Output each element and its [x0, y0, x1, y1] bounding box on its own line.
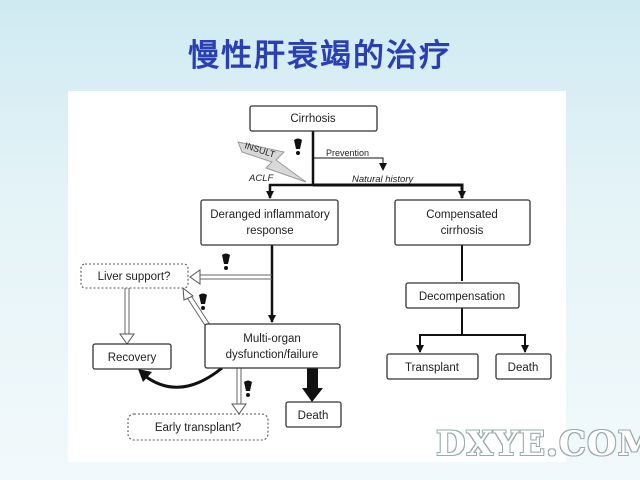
node-cirrhosis: Cirrhosis	[249, 105, 378, 132]
node-early-transplant: Early transplant?	[127, 413, 269, 441]
exclamation-icon	[244, 380, 252, 397]
svg-text:Liver support?: Liver support?	[98, 271, 171, 283]
svg-text:response: response	[246, 225, 293, 237]
node-decompensation: Decompensation	[405, 282, 520, 309]
node-death-left: Death	[285, 401, 342, 428]
node-recovery: Recovery	[92, 343, 172, 370]
exclamation-icon	[222, 253, 230, 270]
watermark-logo: DXYE.COM	[436, 424, 640, 464]
svg-text:Decompensation: Decompensation	[419, 291, 505, 303]
svg-text:Multi-organ: Multi-organ	[243, 333, 301, 345]
node-compensated-cirrhosis: Compensated cirrhosis	[394, 199, 531, 246]
svg-text:Transplant: Transplant	[405, 362, 460, 374]
svg-text:Deranged inflammatory: Deranged inflammatory	[210, 209, 330, 221]
svg-text:dysfunction/failure: dysfunction/failure	[226, 349, 319, 361]
natural-history-label: Natural history	[352, 174, 414, 185]
svg-text:Death: Death	[508, 362, 539, 374]
node-multi-organ-dysfunction: Multi-organ dysfunction/failure	[204, 323, 341, 369]
svg-text:Recovery: Recovery	[108, 352, 157, 364]
svg-text:Early transplant?: Early transplant?	[155, 422, 241, 434]
exclamation-icon	[294, 138, 302, 155]
connectors	[119, 131, 529, 415]
aclf-label: ACLF	[248, 173, 274, 184]
node-deranged-inflammatory-response: Deranged inflammatory response	[200, 199, 339, 246]
node-death-right: Death	[495, 353, 552, 380]
exclamation-icon	[199, 293, 207, 310]
node-liver-support: Liver support?	[80, 263, 189, 289]
prevention-label: Prevention	[326, 148, 369, 158]
node-transplant: Transplant	[386, 353, 479, 380]
svg-text:Death: Death	[298, 410, 329, 422]
svg-text:cirrhosis: cirrhosis	[441, 225, 484, 237]
svg-text:Compensated: Compensated	[426, 209, 498, 221]
svg-text:Cirrhosis: Cirrhosis	[290, 113, 336, 125]
slide-title: 慢性肝衰竭的治疗	[188, 38, 452, 74]
